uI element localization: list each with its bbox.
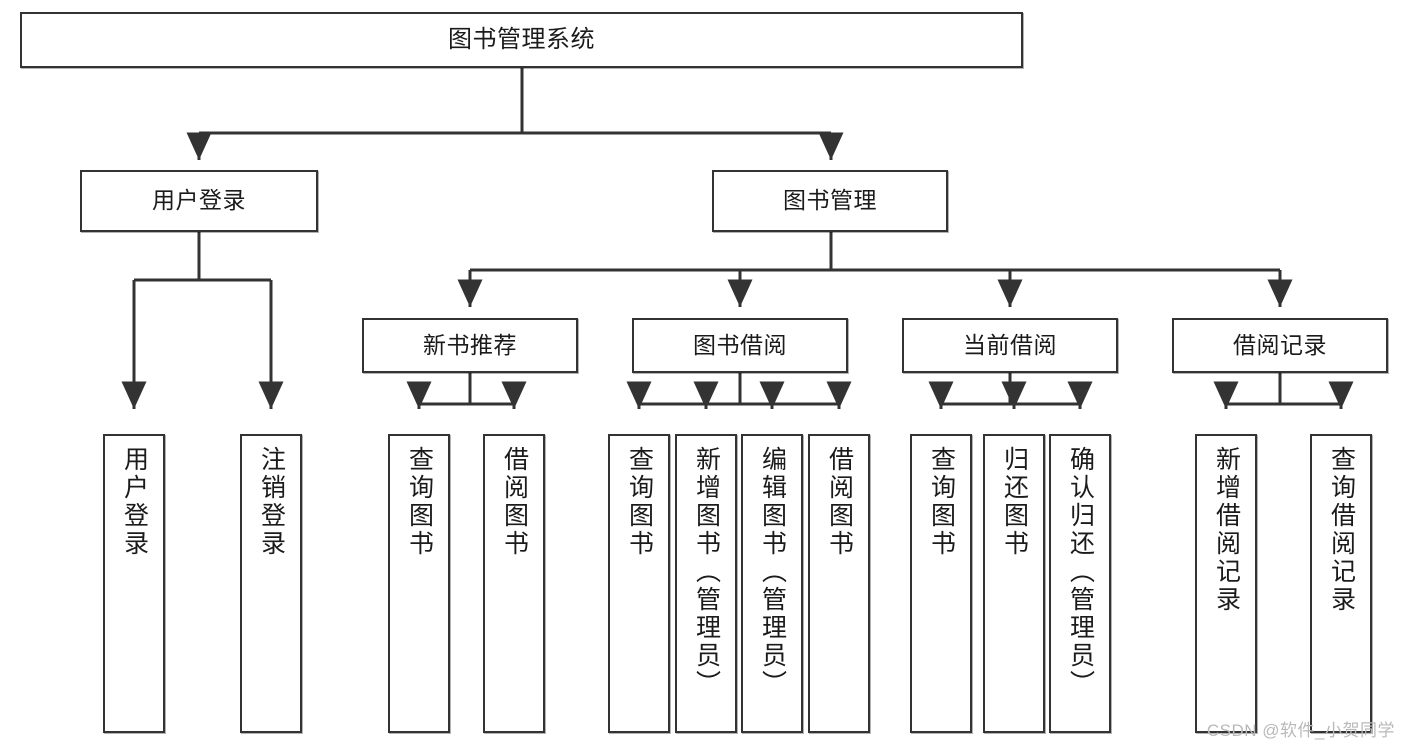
leaf-borrow-book-1[interactable]: 借阅图书 (483, 434, 545, 733)
node-label: 用户登录 (120, 446, 149, 558)
leaf-add-book[interactable]: 新增图书（管理员） (675, 434, 737, 733)
node-label: 确认归还（管理员） (1066, 446, 1095, 698)
node-label: 新书推荐 (423, 331, 517, 358)
node-user-login[interactable]: 用户登录 (80, 170, 318, 232)
leaf-add-borrow-record[interactable]: 新增借阅记录 (1195, 434, 1257, 733)
node-label: 图书管理 (783, 187, 877, 214)
leaf-query-book-1[interactable]: 查询图书 (388, 434, 450, 733)
node-label: 新增借阅记录 (1212, 446, 1241, 614)
node-current-borrow[interactable]: 当前借阅 (902, 318, 1118, 373)
leaf-query-borrow-record[interactable]: 查询借阅记录 (1310, 434, 1372, 733)
node-label: 编辑图书（管理员） (758, 446, 787, 698)
node-label: 用户登录 (152, 187, 246, 214)
watermark-credit: CSDN @软件_小贺同学 (1206, 721, 1395, 740)
leaf-return-book[interactable]: 归还图书 (983, 434, 1045, 733)
leaf-logout[interactable]: 注销登录 (240, 434, 302, 733)
node-new-book-recommend[interactable]: 新书推荐 (362, 318, 578, 373)
node-label: 查询图书 (927, 446, 956, 558)
node-label: 借阅图书 (500, 446, 529, 558)
node-label: 新增图书（管理员） (692, 446, 721, 698)
node-label: 查询借阅记录 (1327, 446, 1356, 614)
leaf-query-book-2[interactable]: 查询图书 (608, 434, 670, 733)
node-label: 查询图书 (625, 446, 654, 558)
leaf-confirm-return[interactable]: 确认归还（管理员） (1049, 434, 1111, 733)
node-root-system[interactable]: 图书管理系统 (20, 12, 1023, 68)
leaf-edit-book[interactable]: 编辑图书（管理员） (741, 434, 803, 733)
node-label: 当前借阅 (963, 331, 1057, 358)
node-label: 注销登录 (257, 446, 286, 558)
node-borrow-record[interactable]: 借阅记录 (1172, 318, 1388, 373)
leaf-query-book-3[interactable]: 查询图书 (910, 434, 972, 733)
node-book-borrow[interactable]: 图书借阅 (632, 318, 848, 373)
node-label: 查询图书 (405, 446, 434, 558)
node-label: 借阅图书 (825, 446, 854, 558)
node-book-management[interactable]: 图书管理 (712, 170, 948, 232)
node-label: 图书管理系统 (448, 25, 595, 53)
node-label: 图书借阅 (693, 331, 787, 358)
leaf-user-login[interactable]: 用户登录 (103, 434, 165, 733)
node-label: 借阅记录 (1233, 331, 1327, 358)
node-label: 归还图书 (1000, 446, 1029, 558)
leaf-borrow-book-2[interactable]: 借阅图书 (808, 434, 870, 733)
